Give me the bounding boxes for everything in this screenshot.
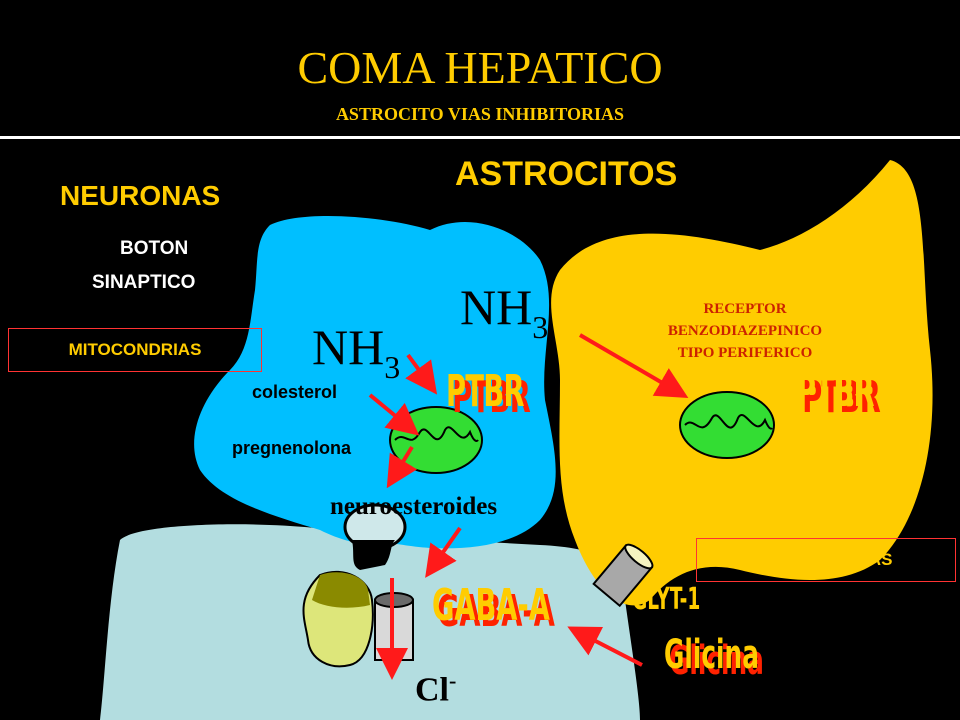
label-ptbr-left: PTBR <box>446 366 525 417</box>
label-chloride: Cl- <box>415 668 456 709</box>
label-nh3-right: NH3 <box>460 278 548 345</box>
chloride-base: Cl <box>415 671 449 709</box>
label-sinaptico: SINAPTICO <box>92 272 196 293</box>
gaba-receptor-top <box>312 572 370 608</box>
nh3-right-base: NH <box>460 279 533 335</box>
label-glyt1: GLYT-1 <box>632 582 701 617</box>
mitochondria-left-cristae <box>394 426 479 442</box>
label-astrocitos: ASTROCITOS <box>455 155 678 193</box>
label-gaba-a: GABA-A <box>432 580 550 631</box>
arrow-glicina <box>567 626 643 667</box>
header-divider <box>0 136 960 139</box>
label-receptor: RECEPTOR BENZODIAZEPINICO TIPO PERIFERIC… <box>615 298 875 364</box>
nh3-right-sub: 3 <box>532 309 549 345</box>
label-neuronas: NEURONAS <box>60 180 221 211</box>
chloride-sup: - <box>449 668 457 693</box>
vesicle-stalk <box>352 540 395 570</box>
label-nh3-left: NH3 <box>312 318 400 385</box>
label-neuroesteroides: neuroesteroides <box>330 493 498 520</box>
nh3-left-sub: 3 <box>384 349 401 385</box>
nh3-left-base: NH <box>312 319 385 375</box>
label-mitocondrias-left: MITOCONDRIAS <box>8 328 262 372</box>
label-pregnenolona: pregnenolona <box>232 438 352 458</box>
arrow-nh3-to-ptbr-left <box>405 353 438 395</box>
astrocyte-yellow <box>551 160 933 606</box>
arrow-pregnenolona <box>386 445 418 489</box>
glyt1-transporter <box>592 543 654 608</box>
receptor-line-2: BENZODIAZEPINICO <box>667 323 823 339</box>
label-glicina: Glicina <box>664 632 759 678</box>
page-title: COMA HEPATICO <box>297 42 663 93</box>
receptor-line-3: TIPO PERIFERICO <box>677 345 813 361</box>
arrow-nh3-to-ptbr-right <box>578 333 689 399</box>
label-colesterol: colesterol <box>252 382 338 402</box>
label-ptbr-right: PTBR <box>796 366 875 417</box>
label-mitocondrias-right: MITOCONDRIAS <box>696 538 956 582</box>
arrow-neuroesteroides <box>425 526 462 578</box>
page-subtitle: ASTROCITO VIAS INHIBITORIAS <box>335 104 625 124</box>
receptor-line-1: RECEPTOR <box>703 301 787 317</box>
label-boton: BOTON <box>120 238 189 259</box>
arrow-colesterol <box>368 393 420 436</box>
mitochondria-right-cristae <box>684 414 773 430</box>
